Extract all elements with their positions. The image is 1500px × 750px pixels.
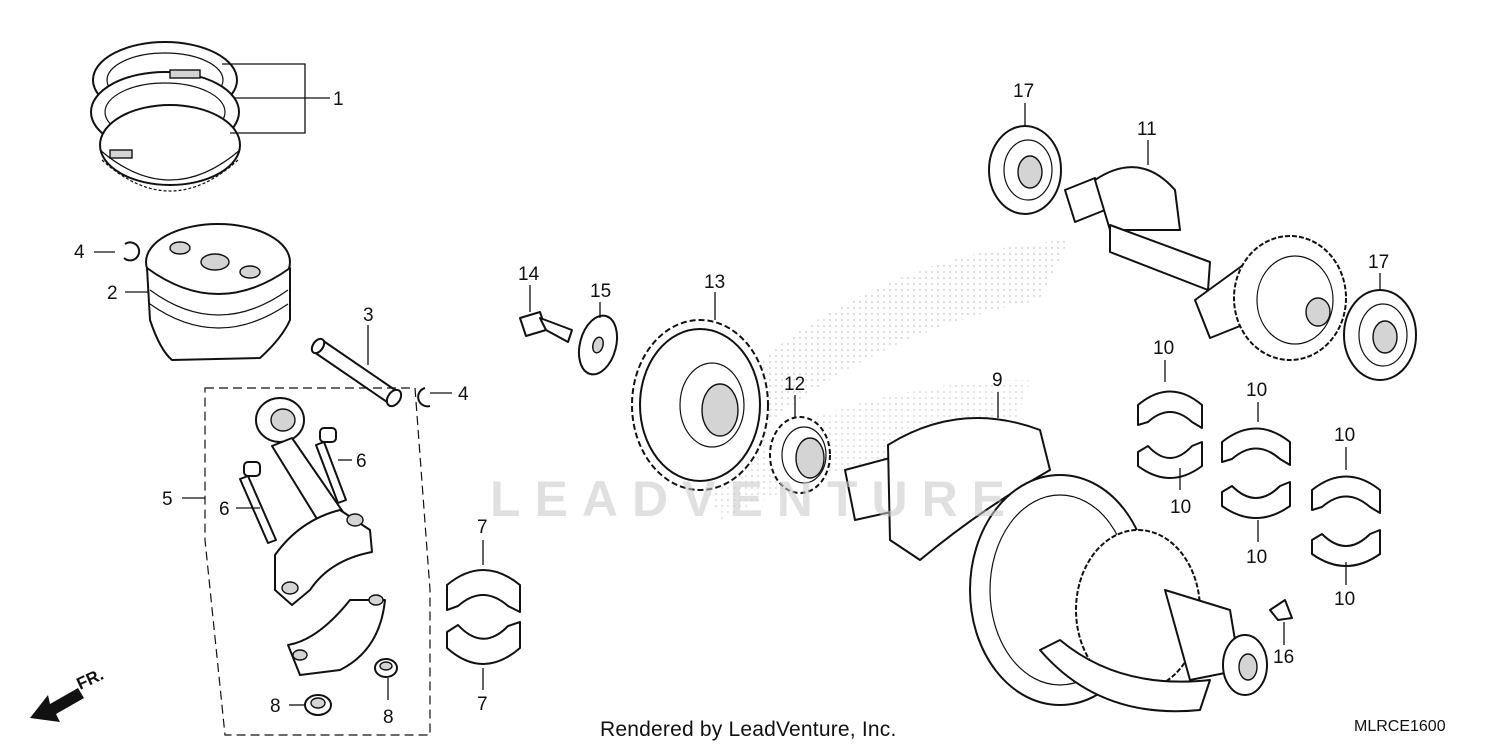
callout-5[interactable]: 5 [162,489,173,510]
callout-2[interactable]: 2 [107,283,118,304]
crank-sprocket-part [769,416,831,494]
piston-pin-clip-part [123,241,141,262]
callout-9[interactable]: 9 [992,370,1003,391]
piston-pin-part [310,337,403,408]
callout-17-upper[interactable]: 17 [1013,81,1034,102]
diagram-code: MLRCE1600 [1354,718,1446,735]
callout-8-right[interactable]: 8 [383,707,394,728]
callout-7-lower[interactable]: 7 [477,694,488,715]
callout-10-e[interactable]: 10 [1334,425,1355,446]
ball-bearing-part [988,125,1417,381]
connecting-rod-set-outline [204,387,431,736]
main-bearing-part [1137,390,1381,567]
drive-gear-part [631,319,769,491]
render-credit: Rendered by LeadVenture, Inc. [600,718,897,741]
connecting-rod-bolt-part [239,427,347,544]
callout-6-left[interactable]: 6 [219,499,230,520]
piston-rings-part [90,41,241,192]
callout-11[interactable]: 11 [1137,119,1157,140]
callout-3[interactable]: 3 [363,305,374,326]
callout-16[interactable]: 16 [1273,647,1294,668]
callout-4-upper[interactable]: 4 [74,242,85,263]
callout-10-f[interactable]: 10 [1334,589,1355,610]
callout-10-c[interactable]: 10 [1246,380,1267,401]
connecting-rod-part [255,397,386,676]
washer-part [577,314,619,376]
watermark-dot-field [760,240,1070,430]
flange-bolt-part [519,311,573,343]
woodruff-key-part [1269,599,1293,621]
callout-13[interactable]: 13 [704,272,725,293]
callout-17-lower[interactable]: 17 [1368,252,1389,273]
callout-8-left[interactable]: 8 [270,696,281,717]
piston-pin-clip-lower-part [417,387,431,408]
callout-4-lower[interactable]: 4 [458,384,469,405]
callout-1[interactable]: 1 [333,89,344,110]
callout-12[interactable]: 12 [784,374,805,395]
callout-10-d[interactable]: 10 [1246,547,1267,568]
piston-part [145,223,291,361]
crankshaft-part [844,417,1268,713]
callout-6-right[interactable]: 6 [356,451,367,472]
callout-7-upper[interactable]: 7 [477,517,488,538]
balancer-shaft-part [1064,166,1347,361]
callout-15[interactable]: 15 [590,281,611,302]
callout-10-b[interactable]: 10 [1170,497,1191,518]
watermark-text: LEADVENTURE [490,471,1020,527]
connecting-rod-bearing-part [446,569,521,665]
callout-10-a[interactable]: 10 [1153,338,1174,359]
front-direction-arrow-icon [30,688,84,722]
callout-14[interactable]: 14 [518,264,540,285]
